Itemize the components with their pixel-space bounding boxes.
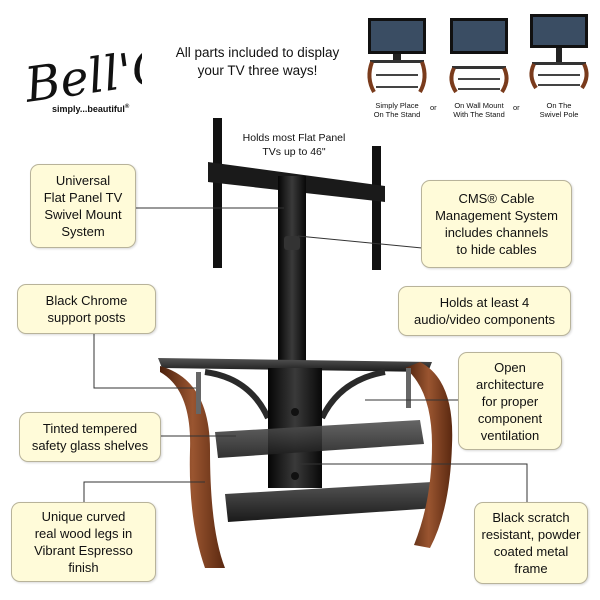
tv-wall-mount-image xyxy=(449,18,509,94)
leader-cms xyxy=(297,235,423,249)
callout-cable-management: CMS® Cable Management System includes ch… xyxy=(421,180,572,268)
bello-logo: Bell'O xyxy=(22,38,142,112)
tv-swivel-pole-image xyxy=(529,14,589,90)
headline-line1: All parts included to display xyxy=(175,45,340,60)
top-glass-shelf xyxy=(158,358,432,372)
callout-components: Holds at least 4 audio/video components xyxy=(398,286,571,336)
left-mount-bracket xyxy=(213,118,222,268)
callout-support-posts: Black Chrome support posts xyxy=(17,284,156,334)
right-wood-leg xyxy=(405,362,453,548)
right-mount-bracket xyxy=(372,146,381,270)
tv-size-note: Holds most Flat Panel TVs up to 46" xyxy=(242,132,346,158)
callout-metal-frame: Black scratch resistant, powder coated m… xyxy=(474,502,588,584)
bottom-glass-shelf xyxy=(225,482,436,522)
or-separator: or xyxy=(430,103,437,112)
setup-wall-thumb: On Wall Mount With The Stand xyxy=(444,16,514,119)
callout-ventilation: Open architecture for proper component v… xyxy=(458,352,562,450)
or-separator: or xyxy=(513,103,520,112)
middle-glass-shelf xyxy=(215,420,424,458)
setup-caption: On The Swivel Pole xyxy=(539,101,579,119)
setup-caption: Simply Place On The Stand xyxy=(373,101,421,119)
headline: All parts included to display your TV th… xyxy=(165,44,350,80)
left-wood-leg xyxy=(160,366,225,568)
setup-pole-thumb: On The Swivel Pole xyxy=(524,12,594,119)
headline-line2: your TV three ways! xyxy=(197,63,318,78)
leader-posts xyxy=(93,332,196,389)
setup-stand-thumb: Simply Place On The Stand xyxy=(362,16,432,119)
brand-tagline: simply...beautiful® xyxy=(52,104,130,114)
callout-wood-legs: Unique curved real wood legs in Vibrant … xyxy=(11,502,156,582)
swivel-pole xyxy=(278,176,306,366)
setup-caption: On Wall Mount With The Stand xyxy=(453,101,505,119)
leader-frame xyxy=(300,463,528,503)
callout-glass-shelves: Tinted tempered safety glass shelves xyxy=(19,412,161,462)
tv-on-stand-image xyxy=(367,18,427,93)
leader-legs xyxy=(83,481,205,503)
callout-swivel-mount: Universal Flat Panel TV Swivel Mount Sys… xyxy=(30,164,136,248)
